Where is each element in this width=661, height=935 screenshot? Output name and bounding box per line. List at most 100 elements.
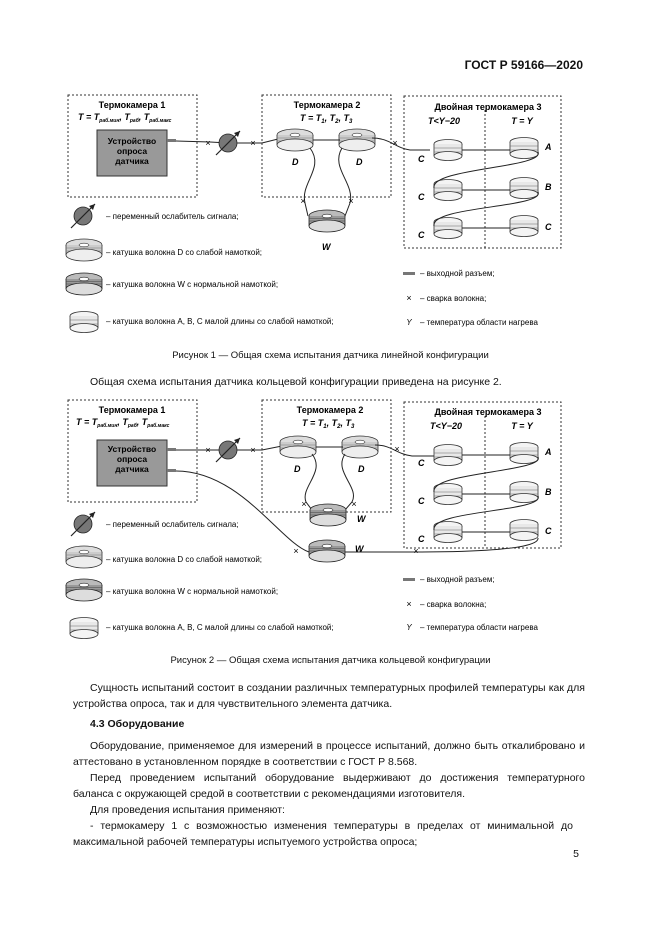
paragraph-fig2-intro: Общая схема испытания датчика кольцевой … — [90, 376, 502, 388]
section-title: 4.3 Оборудование — [90, 718, 185, 730]
chamber-1-box — [67, 94, 198, 198]
spool-a — [509, 137, 539, 159]
chamber-3-box-2 — [403, 401, 562, 549]
fig2-label-c-2: C — [418, 496, 425, 506]
spool-c3 — [433, 217, 463, 239]
legend-y-icon: Y — [406, 318, 412, 327]
paragraph-equipment-3: Для проведения испытания применяют: — [90, 804, 285, 816]
fig2-legend-connector: – выходной разъем; — [420, 575, 495, 584]
fig2-legend-splice: – сварка волокна; — [420, 600, 486, 609]
fig2-label-d-right: D — [358, 464, 365, 474]
chamber-2-temp-2: T = T1, T2, T3 — [302, 418, 355, 430]
chamber-3-title-2: Двойная термокамера 3 — [434, 407, 541, 417]
svg-text:×: × — [250, 138, 255, 148]
spool-d-left — [276, 128, 314, 152]
document-id: ГОСТ Р 59166—2020 — [464, 58, 583, 72]
legend-attenuator-icon — [70, 203, 96, 229]
legend-spool-abc: – катушка волокна A, B, C малой длины со… — [106, 317, 334, 326]
legend-attenuator: – переменный ослабитель сигнала; — [106, 212, 239, 221]
chamber-2-box — [261, 94, 392, 198]
chamber-3-left-temp-2: T<Y−20 — [430, 421, 462, 431]
fig2-label-w2: W — [355, 544, 365, 554]
chamber-3-box — [403, 95, 562, 249]
spool-c2 — [433, 179, 463, 201]
legend-connector: – выходной разъем; — [420, 269, 495, 278]
paragraph-equipment-1: Оборудование, применяемое для измерений … — [73, 740, 585, 768]
svg-text:×: × — [301, 499, 306, 509]
svg-text:×: × — [351, 499, 356, 509]
chamber-1-title: Термокамера 1 — [99, 100, 166, 110]
legend-spool-abc-icon — [69, 311, 99, 333]
figure-1-caption: Рисунок 1 — Общая схема испытания датчик… — [172, 350, 489, 361]
page-number: 5 — [573, 848, 579, 860]
paragraph-equipment-4: - термокамеру 1 с возможностью изменения… — [73, 820, 573, 848]
chamber-3-left-temp: T<Y−20 — [428, 116, 460, 126]
interrogator-device — [96, 129, 168, 177]
label-d-left: D — [292, 157, 299, 167]
legend-spool-d-icon — [65, 238, 103, 262]
device2-label-1: Устройство — [108, 444, 156, 454]
label-c-3: C — [418, 230, 425, 240]
svg-text:×: × — [205, 445, 210, 455]
fig2-label-a: A — [544, 447, 552, 457]
spool-d-right — [338, 128, 376, 152]
chamber-1-title-2: Термокамера 1 — [99, 405, 166, 415]
legend-connector-icon — [403, 272, 415, 275]
chamber-2-title-2: Термокамера 2 — [297, 405, 364, 415]
legend-splice: – сварка волокна; — [420, 294, 486, 303]
svg-text:×: × — [300, 196, 305, 206]
chamber-2-temp: T = T1, T2, T3 — [300, 113, 353, 125]
chamber-3-right-temp: T = Y — [511, 116, 534, 126]
device-label-2: опроса — [117, 146, 147, 156]
legend-spool-w: – катушка волокна W с нормальной намотко… — [106, 280, 278, 289]
fig2-legend-spool-abc: – катушка волокна A, B, C малой длины со… — [106, 623, 334, 632]
fig2-legend-spool-w: – катушка волокна W с нормальной намотко… — [106, 587, 278, 596]
legend-spool-d: – катушка волокна D со слабой намоткой; — [106, 248, 262, 257]
paragraph-equipment-2: Перед проведением испытаний оборудование… — [73, 772, 585, 800]
spool-c1 — [433, 139, 463, 161]
label-w: W — [322, 242, 332, 252]
svg-text:×: × — [394, 444, 399, 454]
attenuator-icon — [215, 130, 241, 156]
svg-text:×: × — [392, 138, 397, 148]
legend-spool-w-icon — [65, 272, 103, 296]
fig2-legend-spool-d: – катушка волокна D со слабой намоткой; — [106, 555, 262, 564]
fig2-legend-splice-icon: × — [406, 599, 411, 609]
fig2-legend-heat-temp: – температура области нагрева — [420, 623, 538, 632]
legend-splice-icon: × — [406, 293, 411, 303]
interrogator-device-2 — [96, 439, 168, 487]
figure-2-caption: Рисунок 2 — Общая схема испытания датчик… — [170, 655, 491, 666]
chamber-1-box-2 — [67, 399, 198, 503]
device-label-3: датчика — [115, 156, 149, 166]
chamber-3-right-temp-2: T = Y — [511, 421, 534, 431]
spool-c — [509, 215, 539, 237]
svg-text:×: × — [413, 546, 418, 556]
fig2-label-w1: W — [357, 514, 367, 524]
label-d-right: D — [356, 157, 363, 167]
spool-b — [509, 177, 539, 199]
paragraph-essence: Сущность испытаний состоит в создании ра… — [73, 682, 585, 710]
fig2-legend-y-icon: Y — [406, 623, 412, 632]
fig2-label-b: B — [545, 487, 552, 497]
fig2-label-c-3: C — [418, 534, 425, 544]
svg-text:×: × — [205, 138, 210, 148]
device2-label-3: датчика — [115, 464, 149, 474]
fig2-legend-attenuator: – переменный ослабитель сигнала; — [106, 520, 239, 529]
output-connector — [167, 139, 176, 142]
fig2-label-c-right: C — [545, 526, 552, 536]
chamber-2-title: Термокамера 2 — [294, 100, 361, 110]
svg-text:×: × — [348, 196, 353, 206]
label-c-1: C — [418, 154, 425, 164]
label-a: A — [544, 142, 552, 152]
chamber-3-title: Двойная термокамера 3 — [434, 102, 541, 112]
svg-text:×: × — [250, 445, 255, 455]
fig2-label-d-left: D — [294, 464, 301, 474]
figure-2-diagram: Термокамера 1 T = Tраб.мин, Tраб, Tраб.м… — [65, 399, 562, 639]
device2-label-2: опроса — [117, 454, 147, 464]
label-b: B — [545, 182, 552, 192]
chamber-1-temp-2: T = Tраб.мин, Tраб, Tраб.макс — [76, 417, 170, 429]
svg-text:×: × — [293, 546, 298, 556]
label-c-2: C — [418, 192, 425, 202]
fig2-label-c-1: C — [418, 458, 425, 468]
chamber-1-temp: T = Tраб.мин, Tраб, Tраб.макс — [78, 112, 172, 124]
